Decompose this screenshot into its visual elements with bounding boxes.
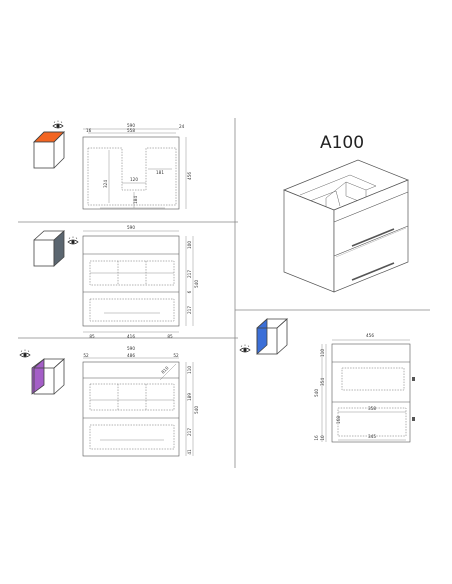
back-bottom-height: 41: [187, 449, 192, 455]
back-top-height: 110: [187, 366, 192, 374]
front-elevation: [82, 230, 194, 333]
front-overall-width: 590: [127, 225, 135, 230]
front-drawer-height-2: 217: [187, 306, 192, 314]
front-offset-right: 85: [167, 334, 173, 339]
front-inner-width: 416: [127, 334, 135, 339]
top-overall-width: 590: [127, 123, 135, 128]
side-section: [321, 339, 415, 443]
section-view-box-icon: [256, 318, 289, 355]
section-top-height: 110: [320, 349, 325, 357]
eye-icon: [67, 236, 79, 245]
top-cutout-width: 120: [130, 177, 138, 182]
back-view-box-icon: [31, 358, 66, 395]
section-base-1: 16: [314, 435, 319, 441]
top-side-depth: 181: [156, 170, 164, 175]
top-view-box-icon: [33, 131, 65, 169]
model-title: A100: [320, 133, 364, 153]
top-left-edge: 16: [86, 128, 92, 133]
section-base-2: 10: [320, 435, 325, 441]
section-depth: 456: [366, 333, 374, 338]
front-offset-left: 85: [89, 334, 95, 339]
top-plan-view: [82, 128, 187, 210]
front-gap: 6: [187, 290, 192, 293]
section-total-height: 540: [314, 389, 319, 397]
back-total-height: 540: [194, 406, 199, 414]
eye-icon: [52, 120, 64, 129]
back-drawer-height: 217: [187, 428, 192, 436]
back-right-edge: 52: [173, 353, 179, 358]
top-right-edge: 24: [179, 124, 185, 129]
back-mid-height: 189: [187, 393, 192, 401]
section-inner-depth: 358: [368, 406, 376, 411]
cabinet-isometric: [283, 159, 409, 293]
eye-icon: [239, 344, 251, 353]
front-top-height: 100: [187, 241, 192, 249]
panel-dividers: [18, 118, 430, 468]
back-overall-width: 590: [127, 346, 135, 351]
section-bottom-depth: 345: [368, 434, 376, 439]
front-drawer-height-1: 217: [187, 270, 192, 278]
front-total-height: 540: [194, 280, 199, 288]
eye-icon: [19, 349, 31, 358]
back-elevation: [82, 357, 194, 457]
section-small-height: 168: [336, 416, 341, 424]
section-drawer-height: 354: [320, 378, 325, 386]
back-inner-width: 486: [127, 353, 135, 358]
top-inner-width: 558: [127, 128, 135, 133]
front-view-box-icon: [33, 230, 66, 267]
top-depth: 456: [187, 172, 192, 180]
top-inner-small: 184: [133, 196, 138, 204]
back-left-edge: 52: [83, 353, 89, 358]
back-diagonal: 810: [160, 365, 169, 374]
top-cutout-depth: 324: [103, 180, 108, 188]
